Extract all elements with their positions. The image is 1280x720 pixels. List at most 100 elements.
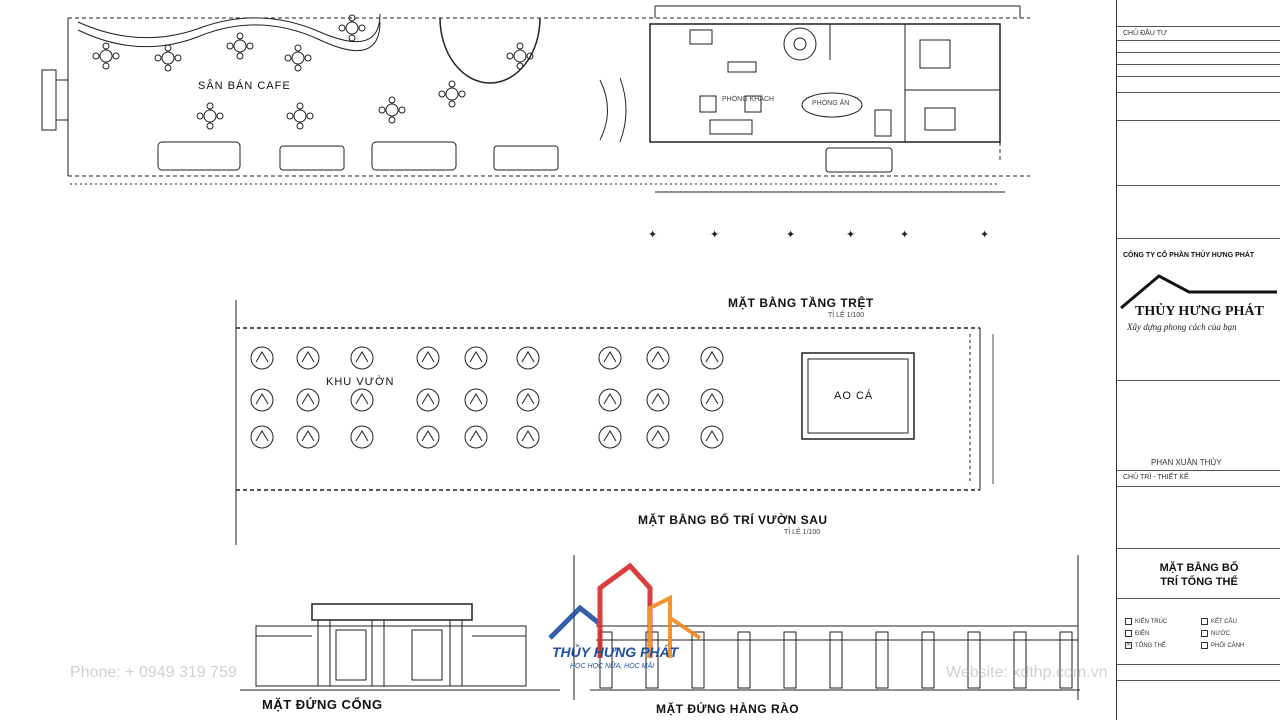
tree-icon	[464, 425, 488, 449]
cafe-table-icon	[196, 102, 224, 130]
tree-icon	[516, 425, 540, 449]
ground-floor-title: MẶT BẰNG TẦNG TRỆT	[728, 296, 874, 310]
fence-post	[691, 631, 705, 689]
tree-icon	[598, 388, 622, 412]
tree-icon	[416, 425, 440, 449]
checkbox-icon	[1201, 618, 1208, 625]
watermark-brand: THỦY HƯNG PHÁT	[552, 644, 679, 660]
garden-zone-label: KHU VƯỜN	[326, 376, 395, 388]
designer-label: CHỦ TRÌ - THIẾT KẾ	[1123, 474, 1189, 481]
grid-marker-icon: ✦	[710, 229, 719, 241]
tree-icon	[296, 388, 320, 412]
legend-item-label: PHỐI CẢNH	[1211, 643, 1245, 650]
fence-post	[875, 631, 889, 689]
tree-icon	[416, 346, 440, 370]
fence-post	[921, 631, 935, 689]
cafe-table-icon	[286, 102, 314, 130]
grid-marker-icon: ✦	[846, 229, 855, 241]
watermark-phone: Phone: + 0949 319 759	[70, 664, 237, 681]
tree-icon	[516, 346, 540, 370]
fence-post	[829, 631, 843, 689]
tree-icon	[296, 346, 320, 370]
fence-elevation-title: MẶT ĐỨNG HÀNG RÀO	[656, 702, 800, 716]
cafe-table-icon	[438, 80, 466, 108]
tree-icon	[416, 388, 440, 412]
back-garden-scale: TỈ LỆ 1/100	[784, 529, 821, 536]
tree-icon	[700, 346, 724, 370]
cafe-table-sets	[92, 14, 534, 130]
tree-icon	[464, 346, 488, 370]
company-brand-name: THỦY HƯNG PHÁT	[1135, 304, 1264, 319]
garden-trees	[250, 346, 724, 449]
tree-icon	[700, 425, 724, 449]
checkbox-icon	[1125, 630, 1132, 637]
legend-item: KẾT CẤU	[1201, 618, 1237, 625]
cafe-table-icon	[284, 44, 312, 72]
tree-icon	[250, 388, 274, 412]
fence-post	[737, 631, 751, 689]
checked-checkbox-icon	[1125, 642, 1132, 649]
legend-item: TỔNG THỂ	[1125, 642, 1166, 649]
watermark-website: Website: xdthp.com.vn	[946, 664, 1108, 681]
legend-item: NƯỚC	[1201, 630, 1230, 637]
tree-icon	[350, 425, 374, 449]
grid-marker-icon: ✦	[648, 229, 657, 241]
checkbox-icon	[1201, 630, 1208, 637]
ground-floor-scale: TỈ LỆ 1/100	[828, 312, 865, 319]
legend-item-label: KIẾN TRÚC	[1135, 619, 1168, 626]
sheet-title-line2: TRÍ TỔNG THỂ	[1160, 576, 1238, 588]
legend-item: KIẾN TRÚC	[1125, 618, 1167, 625]
cafe-table-icon	[506, 42, 534, 70]
legend-item-label: ĐIỆN	[1135, 631, 1150, 638]
tree-icon	[296, 425, 320, 449]
back-garden-title: MẶT BẰNG BỐ TRÍ VƯỜN SAU	[638, 513, 828, 527]
designer-name: PHAN XUÂN THỦY	[1151, 458, 1222, 467]
grid-marker-icon: ✦	[786, 229, 795, 241]
fence-post	[783, 631, 797, 689]
tree-icon	[350, 346, 374, 370]
company-logo-roof-icon	[1120, 274, 1277, 310]
fence-posts	[599, 631, 1073, 689]
fish-pond-label: AO CÁ	[834, 390, 874, 402]
tree-icon	[598, 425, 622, 449]
tree-icon	[250, 425, 274, 449]
legend-item-label: TỔNG THỂ	[1135, 643, 1166, 650]
living-room-label: PHÒNG KHÁCH	[722, 96, 775, 103]
cafe-table-icon	[378, 96, 406, 124]
fence-post	[1059, 631, 1073, 689]
grid-marker-icon: ✦	[980, 229, 989, 241]
legend-item: ĐIỆN	[1125, 630, 1149, 637]
legend-item-label: KẾT CẤU	[1211, 619, 1237, 626]
cafe-table-icon	[226, 32, 254, 60]
legend-item-label: NƯỚC	[1211, 631, 1230, 638]
title-block: CHỦ ĐẦU TƯ CÔNG TY CỔ PHẦN THỦY HƯNG PHÁ…	[1116, 0, 1280, 720]
grid-markers: ✦✦✦✦✦✦	[648, 229, 989, 241]
tree-icon	[646, 388, 670, 412]
cafe-table-icon	[92, 42, 120, 70]
tree-icon	[700, 388, 724, 412]
tree-icon	[598, 346, 622, 370]
cafe-table-icon	[338, 14, 366, 42]
tree-icon	[350, 388, 374, 412]
fence-post	[1013, 631, 1027, 689]
thuy-hung-phat-logo-icon	[548, 562, 702, 658]
cafe-table-icon	[154, 44, 182, 72]
tree-icon	[646, 425, 670, 449]
company-line: CÔNG TY CỔ PHẦN THỦY HƯNG PHÁT	[1123, 252, 1255, 259]
tree-icon	[646, 346, 670, 370]
cafe-yard-label: SÂN BÁN CAFE	[198, 80, 291, 92]
tree-icon	[250, 346, 274, 370]
gate-elevation-title: MẶT ĐỨNG CỔNG	[262, 697, 383, 712]
legend-item: PHỐI CẢNH	[1201, 642, 1244, 649]
dining-room-label: PHÒNG ĂN	[812, 100, 850, 107]
tree-icon	[464, 388, 488, 412]
sheet-title-line1: MẶT BẰNG BỐ	[1159, 562, 1239, 574]
fence-post	[967, 631, 981, 689]
tree-icon	[516, 388, 540, 412]
checkbox-icon	[1201, 642, 1208, 649]
owner-label: CHỦ ĐẦU TƯ	[1123, 30, 1167, 37]
checkbox-icon	[1125, 618, 1132, 625]
fence-post	[599, 631, 613, 689]
watermark-tagline: HỌC HỌC NỮA, HỌC MÃI	[570, 663, 655, 670]
